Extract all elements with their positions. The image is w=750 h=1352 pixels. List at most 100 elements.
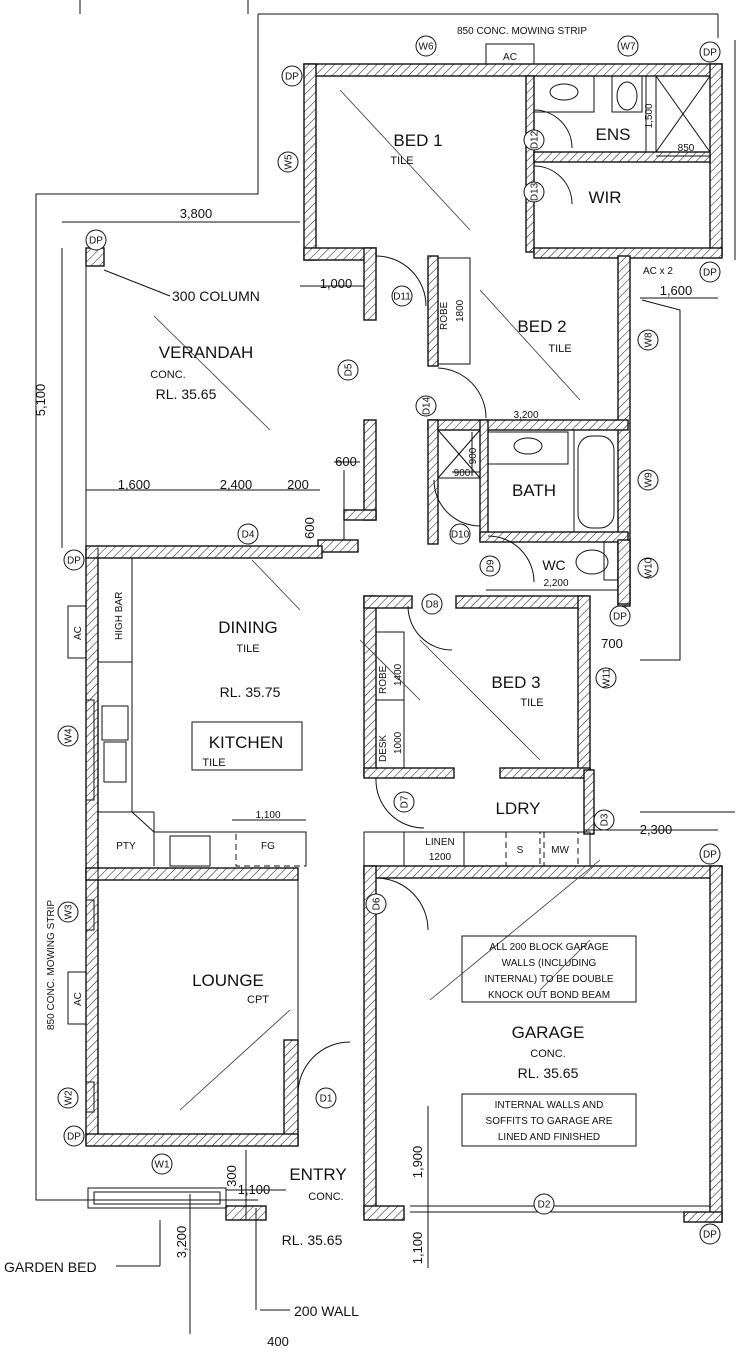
svg-text:D12: D12 [530, 130, 541, 149]
dim-1900: 1,900 [410, 1146, 425, 1179]
tag-d9: D9 [479, 555, 501, 577]
dim-900-vertical: 900 [468, 447, 479, 464]
robe-bed2-size: 1800 [455, 299, 466, 322]
bath-name: BATH [512, 481, 556, 500]
tag-d1: D1 [315, 1087, 337, 1109]
dimension-lines [61, 76, 718, 1334]
entry-name: ENTRY [289, 1165, 346, 1184]
dim-2400: 2,400 [220, 477, 253, 492]
svg-text:D9: D9 [486, 559, 497, 572]
dim-1100-bench: 1,100 [255, 810, 280, 821]
tag-d5: D5 [337, 359, 359, 381]
garage-note-2-line-3: LINED AND FINISHED [498, 1132, 600, 1143]
dim-3200-bath: 3,200 [513, 410, 538, 421]
svg-text:D14: D14 [422, 396, 433, 415]
tag-w10: W10 [637, 557, 659, 579]
tag-d3: D3 [593, 809, 615, 831]
ac-left-2-label: AC [73, 992, 84, 1006]
tag-d13: D13 [523, 181, 545, 203]
dim-2200: 2,200 [543, 578, 568, 589]
pty-label: PTY [116, 841, 136, 852]
robe-bed2-label: ROBE [439, 301, 450, 330]
fg-label: FG [261, 841, 275, 852]
dim-600-vertical: 600 [302, 517, 317, 539]
svg-text:W9: W9 [644, 472, 655, 487]
tag-dp-32: DP [63, 1125, 85, 1147]
tag-dp-29: DP [63, 549, 85, 571]
dim-2300: 2,300 [640, 822, 673, 837]
garage-note-1-line-4: KNOCK OUT BOND BEAM [488, 990, 610, 1001]
linen-label: LINEN [425, 837, 454, 848]
microwave-label: MW [551, 845, 569, 856]
desk-label: DESK [378, 734, 389, 762]
tag-dp-31: DP [699, 843, 721, 865]
garage-note-2-line-2: SOFFITS TO GARAGE ARE [486, 1116, 613, 1127]
dim-3200-front: 3,200 [174, 1226, 189, 1259]
kitchen-name: KITCHEN [209, 733, 284, 752]
column-note: 300 COLUMN [172, 288, 260, 304]
desk-size: 1000 [393, 731, 404, 754]
svg-text:W7: W7 [621, 42, 636, 53]
svg-text:W4: W4 [64, 728, 75, 743]
wc-name: WC [542, 557, 565, 573]
tag-dp-30: DP [609, 605, 631, 627]
tag-w11: W11 [595, 667, 617, 689]
tag-w6: W6 [415, 35, 437, 57]
robe-bed3-size: 1400 [393, 663, 404, 686]
ldry-name: LDRY [495, 799, 540, 818]
dim-1000: 1,000 [320, 276, 353, 291]
svg-text:D13: D13 [530, 182, 541, 201]
svg-text:D11: D11 [393, 292, 411, 303]
svg-text:W10: W10 [644, 557, 655, 578]
dim-3800: 3,800 [180, 206, 213, 221]
tag-dp-33: DP [699, 1223, 721, 1245]
tag-w4: W4 [57, 725, 79, 747]
garage-level: RL. 35.65 [518, 1065, 579, 1081]
bed3-name: BED 3 [491, 673, 540, 692]
ceiling-diagonals [153, 89, 601, 1111]
svg-text:DP: DP [613, 612, 627, 623]
tag-w7: W7 [617, 35, 639, 57]
svg-text:D5: D5 [344, 363, 355, 376]
garage-finish: CONC. [530, 1048, 565, 1060]
dim-900-horizontal: 900 [454, 468, 471, 479]
dining-finish: TILE [236, 643, 259, 655]
interior-lines [67, 43, 711, 1213]
tag-dp-26: DP [699, 41, 721, 63]
tag-d11: D11 [391, 285, 413, 307]
walls [85, 63, 723, 1223]
svg-text:D7: D7 [400, 795, 411, 808]
dimension-labels: 3,800 1,000 5,100 1,600 2,400 200 600 60… [33, 103, 695, 1349]
garage-note-2-line-1: INTERNAL WALLS AND [495, 1100, 604, 1111]
tag-d2: D2 [533, 1193, 555, 1215]
dim-200: 200 [287, 477, 309, 492]
dim-600-horizontal: 600 [335, 454, 357, 469]
svg-text:W11: W11 [602, 668, 613, 688]
garage-note-1-line-2: WALLS (INCLUDING [502, 958, 597, 969]
svg-text:W3: W3 [64, 904, 75, 919]
bed1-name: BED 1 [393, 131, 442, 150]
high-bar-label: HIGH BAR [114, 592, 125, 640]
svg-text:W2: W2 [64, 1090, 75, 1105]
tag-w2: W2 [57, 1087, 79, 1109]
svg-text:DP: DP [67, 1132, 81, 1143]
tag-w5: W5 [277, 151, 299, 173]
svg-text:D4: D4 [242, 530, 255, 541]
ens-name: ENS [596, 125, 631, 144]
tag-w9: W9 [637, 469, 659, 491]
svg-text:D2: D2 [538, 1200, 551, 1211]
dim-1600-verandah: 1,600 [118, 477, 151, 492]
tag-dp-27: DP [85, 229, 107, 251]
ac-left-1-label: AC [73, 626, 84, 640]
garage-note-1-line-3: INTERNAL) TO BE DOUBLE [484, 974, 613, 985]
svg-text:D1: D1 [320, 1094, 333, 1105]
dim-400: 400 [267, 1334, 289, 1349]
dim-5100: 5,100 [33, 384, 48, 417]
dining-level: RL. 35.75 [220, 684, 281, 700]
mowing-strip-top-note: 850 CONC. MOWING STRIP [457, 26, 587, 37]
tag-d10: D10 [449, 523, 471, 545]
mowing-strip-left-note: 850 CONC. MOWING STRIP [46, 900, 57, 1030]
svg-text:W8: W8 [644, 332, 655, 347]
svg-text:W6: W6 [419, 42, 434, 53]
